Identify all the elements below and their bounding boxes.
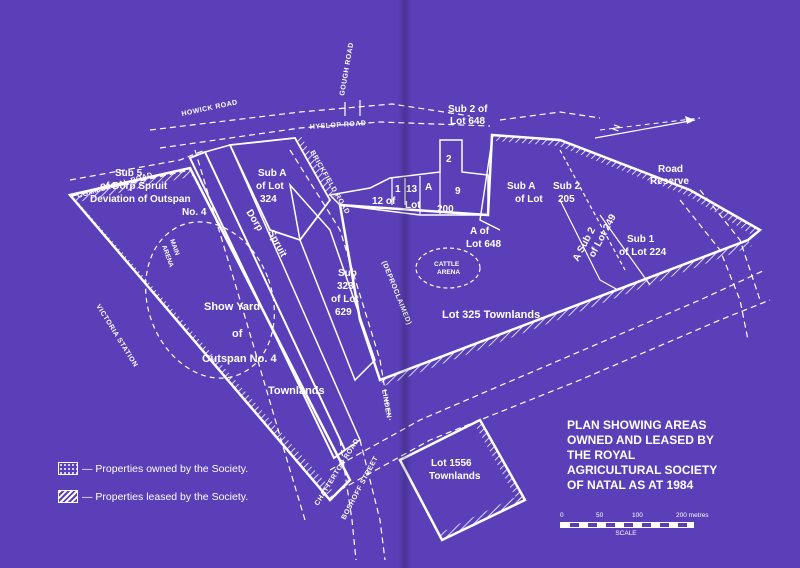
lot-1-label: 1	[395, 184, 401, 195]
show-yard-label-4: Townlands	[268, 385, 325, 397]
sub5-label-3: Deviation of Outspan	[90, 194, 191, 205]
victoria-station-label: VICTORIA STATION	[94, 303, 138, 368]
title-line-4: AGRICULTURAL SOCIETY	[567, 463, 718, 477]
scale-tick-0: 0	[560, 512, 564, 519]
legend-owned-text: — Properties owned by the Society.	[82, 462, 249, 475]
sub-1-224-label-1: Sub 1	[627, 234, 655, 245]
lot-13-label: 13	[406, 184, 418, 195]
cattle-arena-label-2: ARENA	[437, 269, 460, 276]
show-yard-label-3: Outspan No. 4	[202, 353, 277, 365]
scale-tick-200: 200 metres	[676, 512, 709, 519]
lot-325-parcel	[338, 133, 763, 386]
sub-a-324-label-1: Sub A	[258, 168, 287, 179]
map-title: PLAN SHOWING AREAS OWNED AND LEASED BY T…	[567, 418, 777, 493]
cattle-arena-label-1: CATTLE	[434, 261, 460, 268]
howick-road-label: HOWICK ROAD	[181, 99, 238, 118]
sub2-lot648-label-2: Lot 648	[450, 116, 485, 127]
sub323-label-3: of Lot	[331, 294, 359, 305]
sub-323-parcel	[288, 182, 376, 382]
road-reserve-label-1: Road	[658, 164, 683, 175]
lot-200-label: 200	[437, 204, 454, 215]
brickfield-road-label: BRICKFIELD ROAD	[308, 150, 350, 216]
show-yard-label-2: of	[232, 328, 243, 340]
book-fold	[398, 0, 412, 568]
sub2-lot648-label-1: Sub 2 of	[448, 104, 488, 115]
spruit-label: Spruit	[265, 228, 289, 259]
show-yard-label-1: Show Yard	[204, 301, 260, 313]
lot-9-label: 9	[455, 186, 461, 197]
title-line-1: PLAN SHOWING AREAS	[567, 418, 707, 432]
road-reserve-label-2: Reserve	[650, 176, 689, 187]
a-648-label-2: Lot 648	[466, 239, 501, 250]
lot-12-label: 12 of	[372, 196, 396, 207]
sub323-label-4: 629	[335, 307, 352, 318]
legend-leased: — Properties leased by the Society.	[58, 490, 248, 503]
north-arrow-icon: N	[594, 116, 696, 139]
scale-label: SCALE	[615, 530, 637, 537]
north-label: N	[610, 123, 622, 133]
gough-road-label: GOUGH ROAD	[339, 42, 355, 96]
title-line-2: OWNED AND LEASED BY	[567, 433, 714, 447]
road-lines	[69, 100, 771, 561]
legend-owned: — Properties owned by the Society.	[58, 462, 248, 475]
sub323-label-2: 323	[337, 281, 354, 292]
sub-a-324-label-3: 324	[260, 194, 277, 205]
sub5-label-4: No. 4	[182, 207, 207, 218]
dorp-spruit-strip	[188, 144, 361, 460]
sub-1-224-label-2: of Lot 224	[619, 247, 667, 258]
legend-leased-text: — Properties leased by the Society.	[82, 490, 249, 503]
hyslop-road-label: HYSLOP ROAD	[310, 120, 367, 131]
sub-a-205-label-2: of Lot	[515, 194, 543, 205]
title-line-3: THE ROYAL	[567, 448, 636, 462]
lot-a-label: A	[425, 182, 432, 193]
a-648-label-1: A of	[470, 226, 490, 237]
sub323-label-1: Sub	[338, 268, 357, 279]
cattle-arena-outline	[415, 247, 481, 289]
title-line-5: OF NATAL AS AT 1984	[567, 478, 694, 492]
show-yard-parcel	[67, 166, 352, 502]
sub-2-205-label-1: Sub 2	[553, 181, 581, 192]
owned-swatch-icon	[58, 462, 78, 475]
sub-2-205-label-2: 205	[558, 194, 575, 205]
lot-1556-label-1: Lot 1556	[431, 458, 472, 469]
linden-label: LINDEN	[380, 389, 392, 419]
lot-325-label: Lot 325 Townlands	[442, 309, 540, 321]
sub5-label-1: Sub 5	[115, 168, 143, 179]
boshoff-street-label: BOSHOFF STREET	[341, 455, 381, 521]
scale-bar-graphic	[560, 522, 694, 528]
scale-tick-50: 50	[596, 512, 604, 519]
sub5-label-2: of Dorp Spruit	[100, 181, 168, 192]
small-lots-parcel	[328, 139, 489, 216]
lot-2-label: 2	[446, 154, 452, 165]
leased-swatch-icon	[58, 490, 78, 503]
scale-tick-100: 100	[632, 512, 643, 519]
lot-1556-label-2: Townlands	[429, 471, 481, 482]
sub-a-324-parcel	[228, 134, 335, 242]
lot-lot-label: Lot	[405, 200, 421, 211]
sub-a-324-label-2: of Lot	[256, 181, 284, 192]
lot-1556-parcel	[398, 418, 527, 542]
main-arena-outline	[145, 221, 275, 379]
scale-bar: 0 50 100 200 metres SCALE	[560, 512, 710, 537]
sub-a-205-label-1: Sub A	[507, 181, 536, 192]
